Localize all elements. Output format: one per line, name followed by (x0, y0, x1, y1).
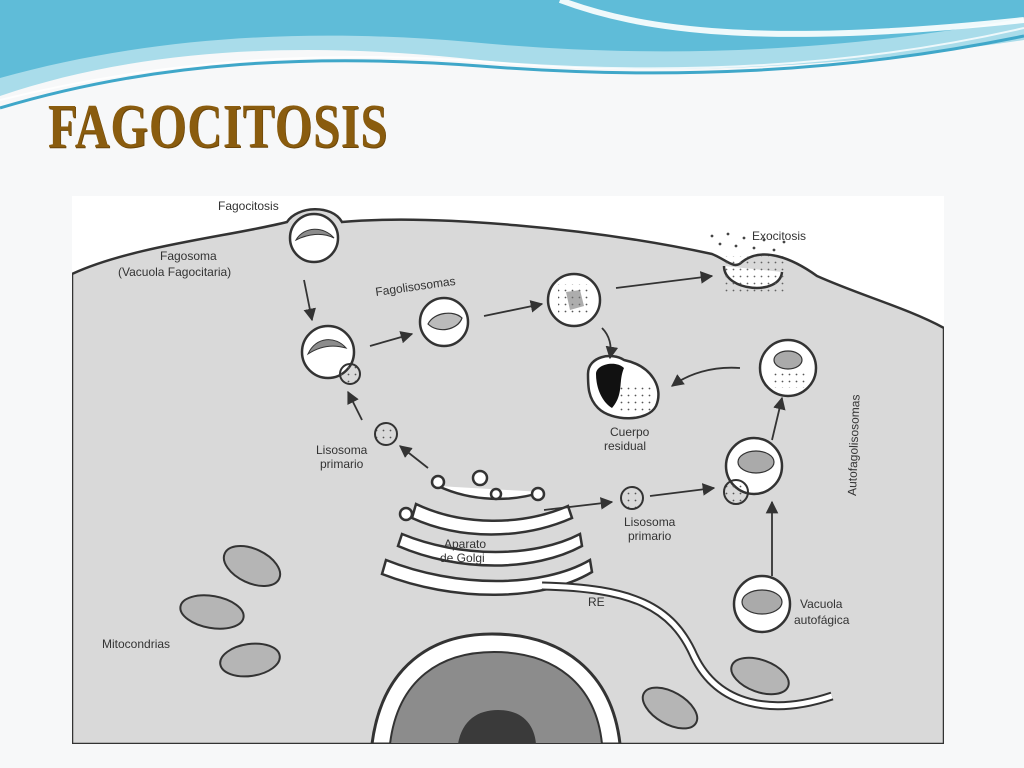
label-mitocondrias: Mitocondrias (102, 637, 170, 651)
label-cuerpo: Cuerpo (610, 425, 650, 439)
autophagic-vacuole (732, 574, 792, 634)
label-vacuola-fagocitaria: (Vacuola Fagocitaria) (118, 265, 231, 279)
label-lisosoma-left: Lisosoma (316, 443, 368, 457)
slide-title: FAGOCITOSIS (48, 93, 389, 161)
cell-cytoplasm (72, 208, 944, 744)
phagolysosome-2 (546, 272, 602, 328)
label-re: RE (588, 595, 605, 609)
diagram-labels: Fagocitosis Fagosoma (Vacuola Fagocitari… (102, 199, 863, 651)
phagocytosis-invagination (288, 212, 340, 264)
autophagolysosome (758, 338, 818, 398)
phagosome (300, 324, 361, 385)
autophagolysosome-forming (723, 436, 784, 505)
label-autofagica: autofágica (794, 613, 850, 627)
label-de-golgi: de Golgi (440, 551, 485, 565)
label-vacuola: Vacuola (800, 597, 843, 611)
label-fagocitosis: Fagocitosis (218, 199, 279, 213)
label-autofagolisosomas: Autofagolisosomas (845, 394, 863, 496)
golgi-apparatus (380, 469, 594, 596)
exocytosis-vesicle (710, 232, 786, 292)
label-exocitosis: Exocitosis (752, 229, 806, 243)
label-primario-right: primario (628, 529, 672, 543)
label-fagosoma: Fagosoma (160, 249, 217, 263)
label-lisosoma-right: Lisosoma (624, 515, 676, 529)
label-aparato: Aparato (444, 537, 486, 551)
label-primario-left: primario (320, 457, 364, 471)
primary-lysosome-right (620, 486, 644, 510)
phagocytosis-diagram: Fagocitosis Fagosoma (Vacuola Fagocitari… (72, 196, 944, 744)
primary-lysosome-left (374, 422, 398, 446)
residual-body (586, 354, 660, 420)
header-wave (0, 0, 1024, 110)
nucleus (370, 632, 622, 744)
mitochondria (179, 545, 790, 730)
phagolysosome-1 (418, 296, 470, 348)
flow-arrows (303, 271, 786, 576)
label-residual: residual (604, 439, 646, 453)
